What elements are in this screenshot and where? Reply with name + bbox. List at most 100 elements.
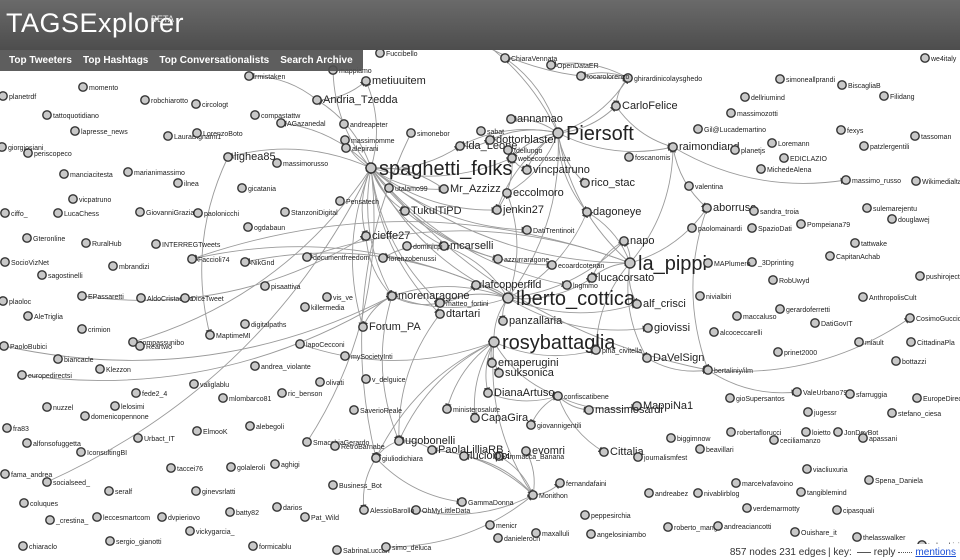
graph-node[interactable] — [77, 324, 87, 334]
graph-node-label[interactable]: aborruso — [713, 202, 756, 214]
graph-node[interactable] — [166, 463, 176, 473]
graph-node-label[interactable]: Business_Bot — [339, 483, 382, 490]
graph-node-label[interactable]: jenkin27 — [502, 204, 544, 216]
graph-node[interactable] — [223, 152, 233, 162]
graph-node[interactable] — [632, 299, 642, 309]
graph-node[interactable] — [796, 487, 806, 497]
graph-node-label[interactable]: Klezzon — [106, 367, 131, 374]
graph-node-label[interactable]: dtartari — [446, 308, 480, 320]
graph-node[interactable] — [693, 124, 703, 134]
graph-node[interactable] — [361, 231, 371, 241]
graph-node[interactable] — [862, 203, 872, 213]
graph-node[interactable] — [796, 219, 806, 229]
graph-node[interactable] — [131, 388, 141, 398]
graph-node-label[interactable]: lighea85 — [234, 151, 276, 163]
graph-node[interactable] — [531, 528, 541, 538]
graph-node-label[interactable]: alepirani — [352, 146, 379, 153]
graph-node-label[interactable]: ciffo_ — [11, 211, 28, 218]
graph-node-label[interactable]: planetjs — [741, 148, 766, 155]
graph-node[interactable] — [365, 162, 377, 174]
graph-node-label[interactable]: formicablu — [259, 544, 291, 551]
graph-node[interactable] — [643, 323, 653, 333]
graph-node-label[interactable]: periscopeco — [34, 151, 72, 158]
graph-node-label[interactable]: CarloFelice — [622, 100, 678, 112]
top-hashtags-button[interactable]: Top Hashtags — [82, 55, 149, 66]
graph-node-label[interactable]: batty82 — [236, 510, 259, 517]
graph-node[interactable] — [749, 206, 759, 216]
graph-node[interactable] — [330, 441, 340, 451]
graph-node-label[interactable]: aghigi — [281, 462, 300, 469]
top-tweeters-button[interactable]: Top Tweeters — [9, 55, 72, 66]
graph-node-label[interactable]: maccaluso — [743, 314, 777, 321]
graph-node[interactable] — [471, 280, 481, 290]
graph-node-label[interactable]: cipasquali — [843, 508, 875, 515]
graph-node-label[interactable]: PaoloBubici — [10, 344, 47, 351]
graph-node[interactable] — [522, 225, 532, 235]
graph-node-label[interactable]: tangiblemind — [807, 490, 847, 497]
graph-node-label[interactable]: massimosardi — [595, 404, 663, 416]
graph-node[interactable] — [375, 48, 385, 58]
graph-node[interactable] — [248, 541, 258, 551]
graph-node[interactable] — [498, 316, 508, 326]
graph-node[interactable] — [42, 110, 52, 120]
graph-node[interactable] — [911, 176, 921, 186]
graph-node[interactable] — [528, 490, 538, 500]
graph-node-label[interactable]: massimorusso — [283, 161, 328, 168]
graph-node[interactable] — [22, 438, 32, 448]
graph-node[interactable] — [663, 522, 673, 532]
graph-node-label[interactable]: circologt — [202, 102, 228, 109]
graph-node[interactable] — [555, 478, 565, 488]
graph-node[interactable] — [455, 141, 465, 151]
graph-node[interactable] — [250, 361, 260, 371]
graph-node[interactable] — [485, 520, 495, 530]
graph-node[interactable] — [576, 71, 586, 81]
graph-node[interactable] — [599, 447, 609, 457]
graph-node[interactable] — [53, 354, 63, 364]
graph-node-label[interactable]: ric_benson — [288, 391, 322, 398]
graph-node[interactable] — [775, 74, 785, 84]
graph-node[interactable] — [547, 260, 557, 270]
graph-node-label[interactable]: socialseed_ — [53, 480, 90, 487]
graph-node-label[interactable]: DiceTweet — [191, 296, 224, 303]
graph-node[interactable] — [859, 141, 869, 151]
graph-node-label[interactable]: CapitanAchab — [836, 254, 880, 261]
graph-node[interactable] — [77, 291, 87, 301]
graph-node-label[interactable]: journalismfest — [643, 455, 687, 462]
graph-node-label[interactable]: vincpatruno — [533, 164, 590, 176]
graph-node[interactable] — [841, 175, 851, 185]
graph-node-label[interactable]: lberto_cottica — [516, 288, 636, 310]
graph-node[interactable] — [312, 95, 322, 105]
graph-node-label[interactable]: coluques — [30, 501, 59, 508]
graph-node[interactable] — [487, 358, 497, 368]
graph-node-label[interactable]: beavillari — [706, 447, 734, 454]
graph-node-label[interactable]: domenicopennone — [91, 414, 149, 421]
graph-node[interactable] — [845, 389, 855, 399]
graph-node-label[interactable]: leccesmartcom — [103, 515, 150, 522]
graph-node-label[interactable]: Andria_Tzedda — [323, 94, 398, 106]
graph-node-label[interactable]: TukulTiPD — [411, 205, 462, 217]
graph-node[interactable] — [18, 541, 28, 551]
graph-node[interactable] — [23, 311, 33, 321]
graph-node-label[interactable]: valentina — [695, 184, 723, 191]
graph-node-label[interactable]: giovissi — [654, 322, 690, 334]
graph-node[interactable] — [485, 135, 495, 145]
graph-node[interactable] — [493, 254, 503, 264]
graph-node-label[interactable]: dottorblaster — [496, 134, 557, 146]
graph-node[interactable] — [747, 223, 757, 233]
graph-node-label[interactable]: simonebor — [417, 131, 450, 138]
graph-node[interactable] — [123, 167, 133, 177]
graph-node[interactable] — [439, 241, 449, 251]
graph-node-label[interactable]: Urbact_IT — [144, 436, 175, 443]
graph-node-label[interactable]: v_delguice — [372, 377, 406, 384]
graph-node[interactable] — [687, 223, 697, 233]
graph-node-label[interactable]: plaoloc — [9, 299, 32, 306]
graph-node-label[interactable]: mySocietyInti — [351, 354, 393, 361]
graph-node[interactable] — [400, 206, 410, 216]
graph-node[interactable] — [526, 420, 536, 430]
graph-node[interactable] — [837, 80, 847, 90]
graph-node[interactable] — [92, 512, 102, 522]
graph-node[interactable] — [850, 238, 860, 248]
graph-node-label[interactable]: nivialbiri — [706, 294, 732, 301]
graph-node[interactable] — [270, 459, 280, 469]
graph-node[interactable] — [802, 464, 812, 474]
